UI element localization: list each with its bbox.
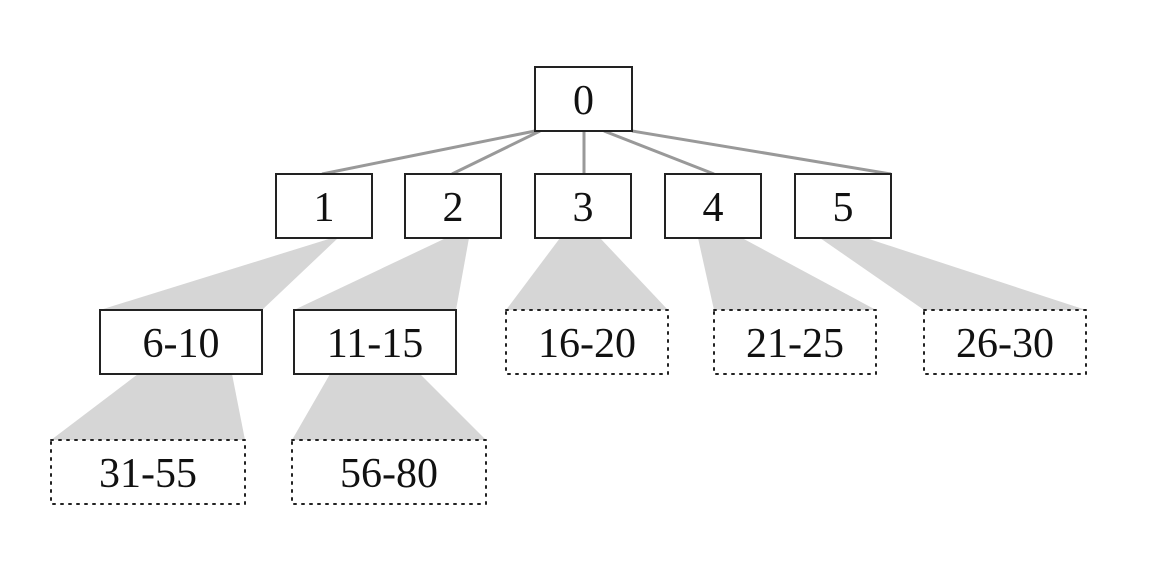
node-label: 6-10 — [143, 321, 220, 367]
fan-n11_15-n56_80 — [292, 374, 486, 440]
tree-node-n56_80: 56-80 — [291, 439, 487, 505]
node-box — [923, 309, 1087, 375]
node-box — [534, 173, 632, 239]
tree-node-n5: 5 — [794, 173, 892, 239]
fan-n1-n6_10 — [100, 238, 338, 310]
node-box — [505, 309, 669, 375]
node-box — [664, 173, 762, 239]
node-box — [794, 173, 892, 239]
fan-n3-n16_20 — [506, 238, 668, 310]
tree-node-n21_25: 21-25 — [713, 309, 877, 375]
node-label: 3 — [573, 185, 594, 231]
tree-node-n11_15: 11-15 — [293, 309, 457, 375]
tree-node-n26_30: 26-30 — [923, 309, 1087, 375]
edge-n0-n1 — [321, 129, 536, 176]
node-label: 11-15 — [327, 321, 423, 367]
node-label: 4 — [703, 185, 724, 231]
fan-n6_10-n31_55 — [51, 374, 245, 440]
node-box — [291, 439, 487, 505]
node-box — [534, 66, 633, 132]
node-box — [713, 309, 877, 375]
fan-n4-n21_25 — [698, 238, 876, 310]
tree-node-n4: 4 — [664, 173, 762, 239]
edge-n0-n4 — [603, 129, 715, 176]
node-label: 26-30 — [956, 321, 1054, 367]
fan-connectors — [51, 238, 1086, 440]
node-box — [275, 173, 373, 239]
tree-node-n3: 3 — [534, 173, 632, 239]
edge-n0-n5 — [631, 129, 892, 176]
fan-n5-n26_30 — [820, 238, 1086, 310]
tree-node-n1: 1 — [275, 173, 373, 239]
node-box — [99, 309, 263, 375]
node-label: 16-20 — [538, 321, 636, 367]
node-label: 2 — [443, 185, 464, 231]
tree-node-n31_55: 31-55 — [50, 439, 246, 505]
tree-node-n16_20: 16-20 — [505, 309, 669, 375]
node-label: 1 — [314, 185, 335, 231]
tree-node-n2: 2 — [404, 173, 502, 239]
node-box — [50, 439, 246, 505]
node-label: 21-25 — [746, 321, 844, 367]
node-label: 5 — [833, 185, 854, 231]
tree-nodes: 0 1 2 3 4 5 6-10 11-15 16-20 21-25 26-30 31-55 56-80 — [50, 66, 1087, 505]
node-box — [293, 309, 457, 375]
node-box — [404, 173, 502, 239]
node-label: 56-80 — [340, 451, 438, 497]
edge-n0-n2 — [451, 129, 541, 176]
node-label: 0 — [573, 78, 594, 124]
tree-node-n6_10: 6-10 — [99, 309, 263, 375]
line-connectors — [321, 129, 892, 176]
node-label: 31-55 — [99, 451, 197, 497]
tree-node-n0: 0 — [534, 66, 633, 132]
fan-n2-n11_15 — [294, 238, 469, 310]
